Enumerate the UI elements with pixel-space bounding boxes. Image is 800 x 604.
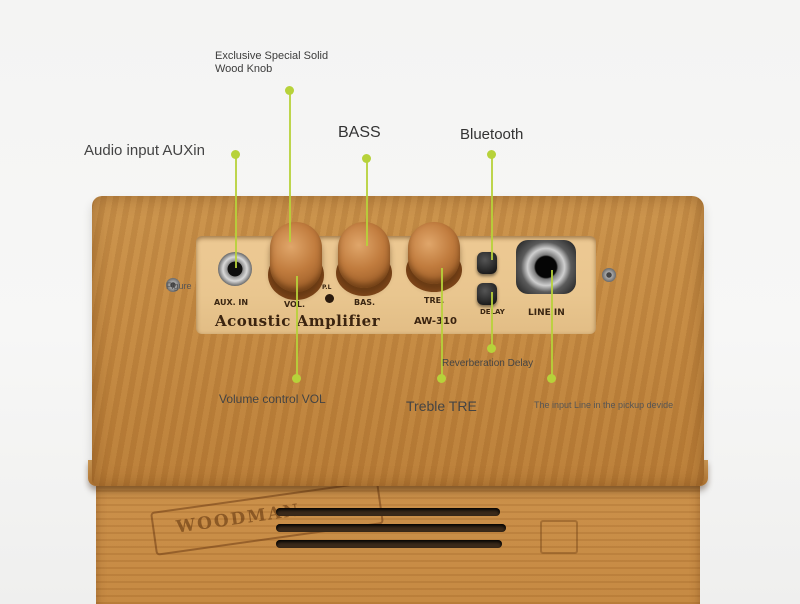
callout-knob-line2: Wood Knob xyxy=(215,63,273,75)
power-led xyxy=(325,294,334,303)
callout-knob-line1: Exclusive Special Solid xyxy=(215,50,329,62)
front-badge xyxy=(540,520,578,554)
treble-knob xyxy=(408,222,460,284)
line-in-label: LINE IN xyxy=(528,308,565,318)
speaker-grille-slot xyxy=(276,508,500,516)
callout-volume-text: Volume control VOL xyxy=(219,392,326,406)
amplifier-model-text: AW-310 xyxy=(414,316,457,327)
callout-dot-bluetooth xyxy=(487,150,496,159)
callout-dot-bass xyxy=(362,154,371,163)
callout-knob-text: Exclusive Special Solid Wood Knob xyxy=(215,50,328,76)
callout-line-knob xyxy=(289,92,291,242)
speaker-grille-slot xyxy=(276,524,506,532)
callout-treble-text: Treble TRE xyxy=(406,398,477,414)
callout-line-treble xyxy=(441,268,443,378)
line-in-jack xyxy=(516,240,576,294)
callout-delay-text: Reverberation Delay xyxy=(442,358,534,369)
callout-line-delay xyxy=(491,292,493,348)
callout-bluetooth-text: Bluetooth xyxy=(460,126,524,143)
bluetooth-button xyxy=(477,252,497,274)
callout-line-bluetooth xyxy=(491,156,493,260)
brand-logo-text: WOODMAN xyxy=(175,500,302,538)
callout-dot-volume xyxy=(292,374,301,383)
callout-dot-aux xyxy=(231,150,240,159)
callout-dot-treble xyxy=(437,374,446,383)
screw-left xyxy=(166,278,180,292)
callout-line-in-text: The input Line in the pickup devide xyxy=(534,400,674,410)
callout-figure-text: Figure xyxy=(166,281,192,291)
aux-in-label: AUX. IN xyxy=(214,298,249,307)
treble-label: TRE. xyxy=(424,296,445,305)
delay-button xyxy=(477,283,497,305)
callout-bass-text: BASS xyxy=(338,124,381,141)
volume-label: VOL. xyxy=(284,300,305,309)
callout-dot-knob xyxy=(285,86,294,95)
callout-line-bass xyxy=(366,160,368,246)
bass-label: BAS. xyxy=(354,298,376,307)
bass-knob xyxy=(338,222,390,288)
amplifier-front-panel xyxy=(96,470,700,604)
callout-dot-line-in xyxy=(547,374,556,383)
callout-aux-text: Audio input AUXin xyxy=(84,142,205,159)
callout-line-aux xyxy=(235,156,237,268)
power-led-label: P.L xyxy=(322,284,332,291)
callout-dot-delay xyxy=(487,344,496,353)
callout-line-volume xyxy=(296,276,298,378)
screw-right xyxy=(602,268,616,282)
callout-line-line-in xyxy=(551,270,553,376)
speaker-grille-slot xyxy=(276,540,502,548)
